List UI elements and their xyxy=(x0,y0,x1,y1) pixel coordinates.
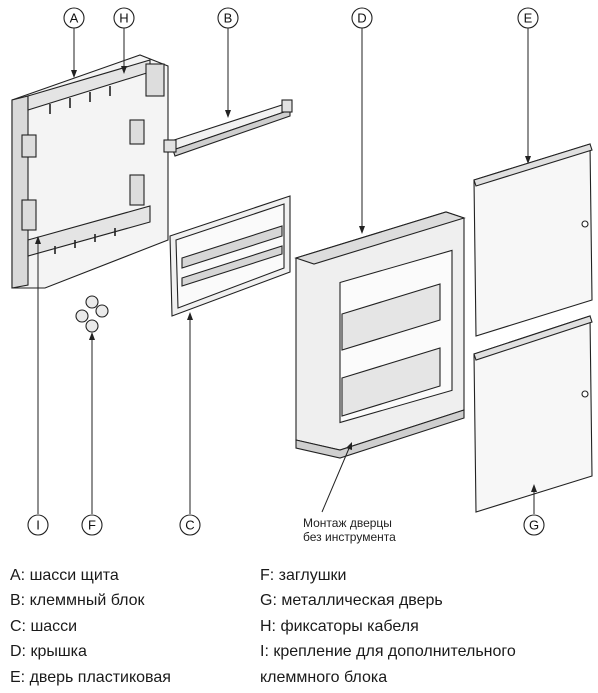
svg-text:B: B xyxy=(224,11,233,26)
svg-text:A: A xyxy=(70,11,79,26)
legend-right-column: F: заглушки G: металлическая дверь H: фи… xyxy=(260,563,516,690)
legend-item-b: B: клеммный блок xyxy=(10,592,145,610)
label-e: E xyxy=(517,7,539,29)
exploded-diagram: A H B D E I F C G Монтаж дверцы без инст… xyxy=(11,7,593,544)
label-c: C xyxy=(179,514,201,536)
svg-text:D: D xyxy=(357,11,366,26)
legend-item-c: C: шасси xyxy=(10,617,78,635)
label-i: I xyxy=(27,514,49,536)
legend-item-d: D: крышка xyxy=(10,643,87,661)
leader-lines xyxy=(35,28,537,514)
legend-item-a: A: шасси щита xyxy=(10,567,119,584)
svg-text:G: G xyxy=(529,518,539,533)
part-d-cover xyxy=(294,211,466,459)
svg-text:I: I xyxy=(36,518,40,533)
svg-text:C: C xyxy=(185,518,194,533)
legend-item-h: H: фиксаторы кабеля xyxy=(260,617,419,635)
callout-line-2: без инструмента xyxy=(303,530,396,544)
legend-item-f: F: заглушки xyxy=(260,567,347,584)
svg-text:E: E xyxy=(524,11,533,26)
part-g-metal-door xyxy=(473,315,593,513)
legend-item-g: G: металлическая дверь xyxy=(260,592,443,610)
label-g: G xyxy=(523,514,545,536)
legend-item-i: I: крепление для дополнительного xyxy=(260,643,516,661)
legend: A: шасси щита B: клеммный блок C: шасси … xyxy=(0,563,598,693)
part-b-terminal-block xyxy=(163,99,293,157)
part-f-blanking-plugs xyxy=(75,295,109,333)
label-h: H xyxy=(113,7,135,29)
label-a: A xyxy=(63,7,85,29)
label-b: B xyxy=(217,7,239,29)
part-e-plastic-door xyxy=(473,143,593,337)
callout-line-1: Монтаж дверцы xyxy=(303,516,392,530)
part-c-frame xyxy=(169,195,291,317)
legend-item-e: E: дверь пластиковая xyxy=(10,668,171,686)
svg-text:F: F xyxy=(88,518,96,533)
part-a-chassis xyxy=(11,54,169,289)
label-f: F xyxy=(81,514,103,536)
legend-left-column: A: шасси щита B: клеммный блок C: шасси … xyxy=(10,563,171,690)
label-d: D xyxy=(351,7,373,29)
svg-text:H: H xyxy=(119,11,128,26)
legend-item-i-continued: клеммного блока xyxy=(260,668,388,686)
